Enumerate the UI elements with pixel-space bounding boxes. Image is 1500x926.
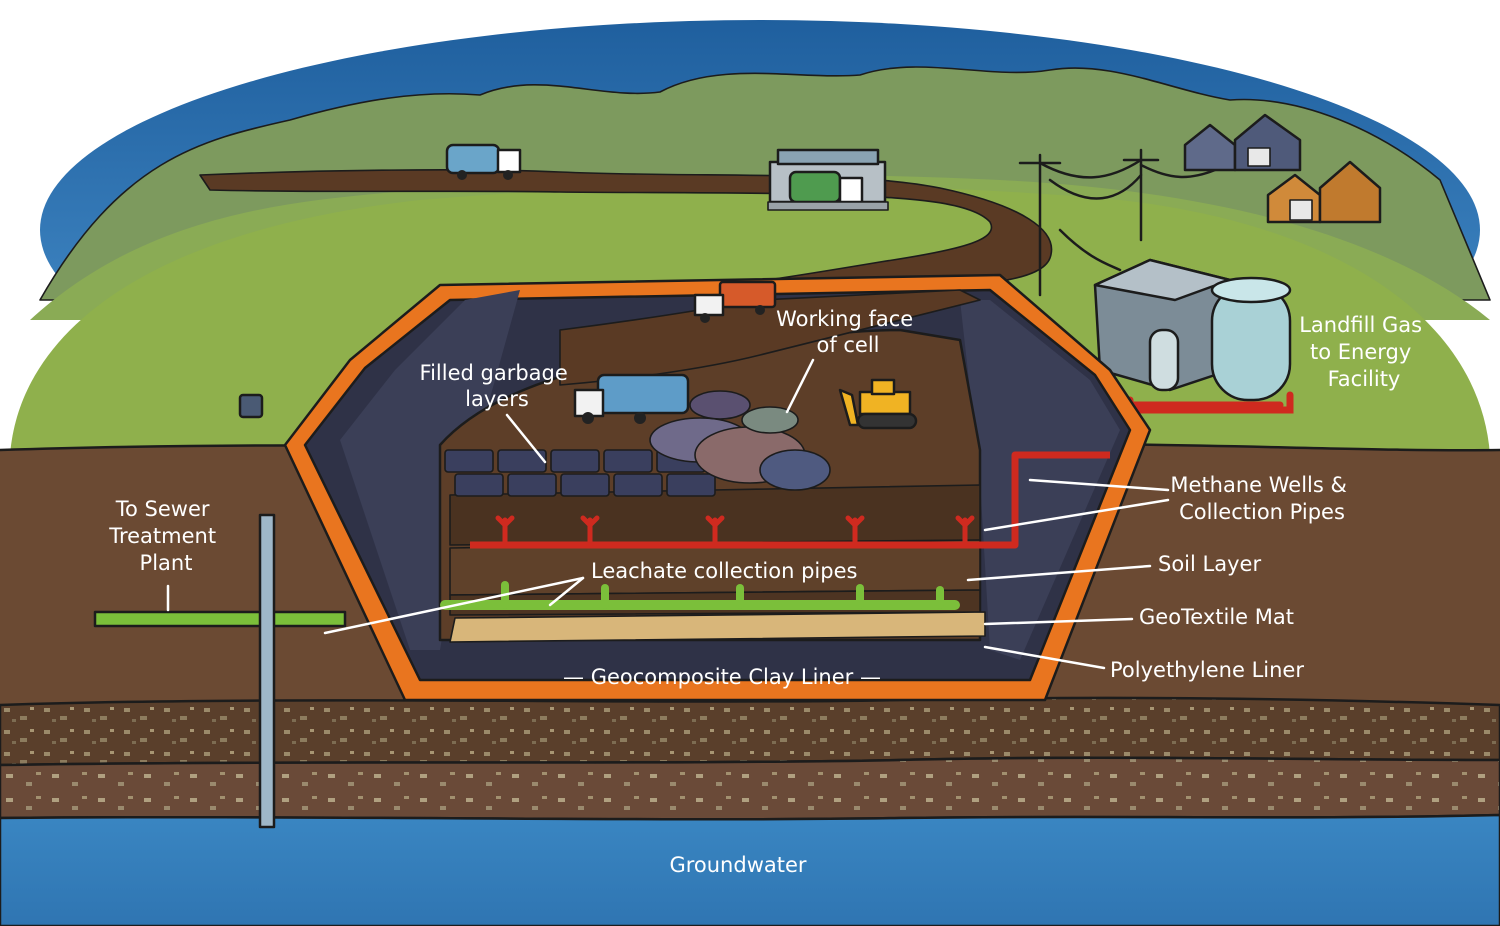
label-methane: Methane Wells & Collection Pipes <box>1170 473 1353 524</box>
power-poles-icon <box>1018 148 1217 297</box>
garbage-pile <box>649 390 831 491</box>
leader-lines <box>166 358 1170 670</box>
pit-dump-truck-icon <box>693 280 777 323</box>
label-soil-layer: Soil Layer <box>1158 552 1261 576</box>
rock-strata <box>0 696 1500 821</box>
groundwater-area <box>0 813 1500 926</box>
label-landfill-gas: Landfill Gas to Energy Facility <box>1299 313 1429 391</box>
trash-bin-icon <box>238 393 264 419</box>
garbage-truck-icon <box>445 143 522 180</box>
label-filled-garbage: Filled garbage layers <box>420 361 575 411</box>
label-groundwater: Groundwater <box>669 853 806 877</box>
monitoring-well-pipe <box>258 513 276 829</box>
label-working-face: Working face of cell <box>776 307 920 357</box>
label-geocomposite: — Geocomposite Clay Liner — <box>563 665 881 689</box>
bulldozer-icon <box>838 378 918 430</box>
transfer-station-icon <box>767 148 889 211</box>
label-to-sewer: To Sewer Treatment Plant <box>108 497 223 575</box>
sewer-pipe <box>93 610 347 628</box>
energy-facility-icon <box>1093 258 1294 414</box>
houses-icon <box>1183 113 1382 224</box>
label-polyethylene: Polyethylene Liner <box>1110 658 1304 682</box>
geotextile-mat <box>449 611 986 643</box>
diagram-labels: Working face of cell Filled garbage laye… <box>108 307 1429 877</box>
pit-garbage-truck-icon <box>573 373 690 424</box>
label-leachate: Leachate collection pipes <box>591 559 857 583</box>
methane-pipes <box>470 451 1110 549</box>
label-geotextile: GeoTextile Mat <box>1139 605 1294 629</box>
